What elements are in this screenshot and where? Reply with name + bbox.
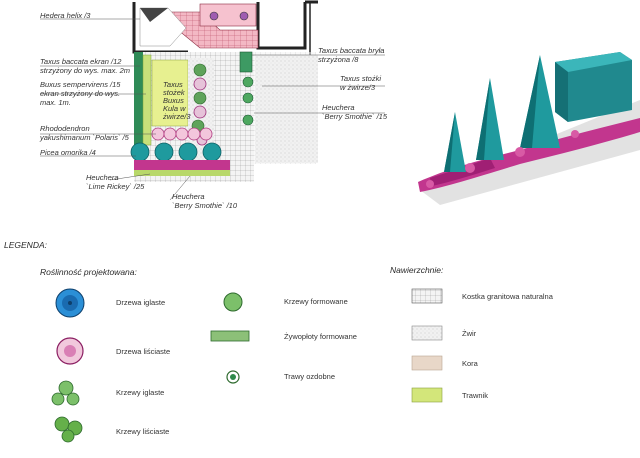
legend-swatch-kostka — [411, 288, 443, 304]
legend-krzewy-lisciaste: Krzewy liściaste — [116, 427, 170, 436]
legend-kostka: Kostka granitowa naturalna — [462, 292, 553, 301]
inner-label-buxus: Buxus — [163, 96, 184, 105]
legend-trawnik: Trawnik — [462, 391, 488, 400]
legend-symbol-krzewy-lisciaste — [54, 416, 83, 443]
legend-symbol-drzewa-lisciaste — [56, 337, 84, 365]
label-buxus-ekran-1: Buxus sempervirens /15 — [40, 80, 121, 89]
taxus-block — [239, 51, 253, 73]
legend-drzewa-iglaste: Drzewa iglaste — [116, 298, 166, 307]
buxus-hedge-strip — [142, 54, 152, 146]
label-heuchera-lime-1: Heuchera — [86, 173, 119, 182]
legend-plants-heading: Roślinność projektowana: — [40, 267, 137, 277]
label-taxus-ekran-1: Taxus baccata ekran /12 — [40, 57, 122, 66]
label-hedera: Hedera helix /3 — [40, 11, 91, 20]
label-heuchera-berry-bottom-1: Heuchera — [172, 192, 205, 201]
label-heuchera-berry-right-1: Heuchera — [322, 103, 355, 112]
label-heuchera-berry-bottom-2: `Berry Smothie` /10 — [172, 201, 238, 210]
legend-title: LEGENDA: — [4, 240, 47, 250]
gravel-right — [255, 55, 318, 163]
legend-symbol-trawy — [226, 370, 240, 384]
inner-label-zwirze: żwirze/3 — [163, 112, 191, 121]
label-heuchera-berry-right-2: `Berry Smothie` /15 — [322, 112, 388, 121]
label-rhodo-2: yakushimanum `Polaris` /5 — [40, 133, 129, 142]
label-heuchera-lime-2: `Lime Rickey` /25 — [86, 182, 145, 191]
inner-label-taxus: Taxus — [163, 80, 183, 89]
label-taxus-bryla-2: strzyżona /8 — [318, 55, 359, 64]
legend-symbol-drzewa-iglaste — [55, 288, 85, 318]
legend-drzewa-lisciaste: Drzewa liściaste — [116, 347, 171, 356]
label-taxus-ekran-2: strzyżony do wys. max. 2m — [40, 66, 131, 75]
perspective-sketch — [418, 52, 640, 205]
label-taxus-bryla-1: Taxus baccata bryła — [318, 46, 385, 55]
heuchera-border — [134, 160, 230, 176]
legend-symbol-krzewy-iglaste — [51, 380, 80, 406]
legend-symbol-zywoploty — [210, 330, 250, 342]
legend-swatch-zwir — [411, 325, 443, 341]
label-buxus-ekran-2: ekran strzyżony do wys. — [40, 89, 121, 98]
terrace-shadow — [140, 8, 168, 22]
label-picea: Picea omorika /4 — [40, 148, 96, 157]
label-buxus-ekran-3: max. 1m. — [40, 98, 71, 107]
legend-zwir: Żwir — [462, 329, 477, 338]
label-taxus-stozki-1: Taxus stożki — [340, 74, 381, 83]
leader-lines — [40, 18, 385, 201]
legend-krzewy-iglaste: Krzewy iglaste — [116, 388, 165, 397]
rhododendron-row — [151, 127, 213, 141]
legend-kora: Kora — [462, 359, 478, 368]
label-rhodo-1: Rhododendron — [40, 124, 90, 133]
legend-zywoploty: Żywopłoty formowane — [284, 332, 357, 341]
legend-symbol-krzewy-formowane — [223, 292, 243, 312]
taxus-hedge-strip — [134, 52, 143, 147]
inner-label-kula: Kula w — [163, 104, 186, 113]
taxus-cones — [242, 76, 254, 126]
legend-surfaces-heading: Nawierzchnie: — [390, 265, 444, 275]
legend-swatch-kora — [411, 355, 443, 371]
legend-trawy: Trawy ozdobne — [284, 372, 335, 381]
entrance-paving — [169, 3, 259, 49]
label-taxus-stozki-2: w żwirze/3 — [340, 83, 376, 92]
legend-krzewy-formowane: Krzewy formowane — [284, 297, 348, 306]
inner-label-stozek: stożek — [163, 88, 185, 97]
picea-row — [130, 142, 222, 162]
legend-swatch-trawnik — [411, 387, 443, 403]
